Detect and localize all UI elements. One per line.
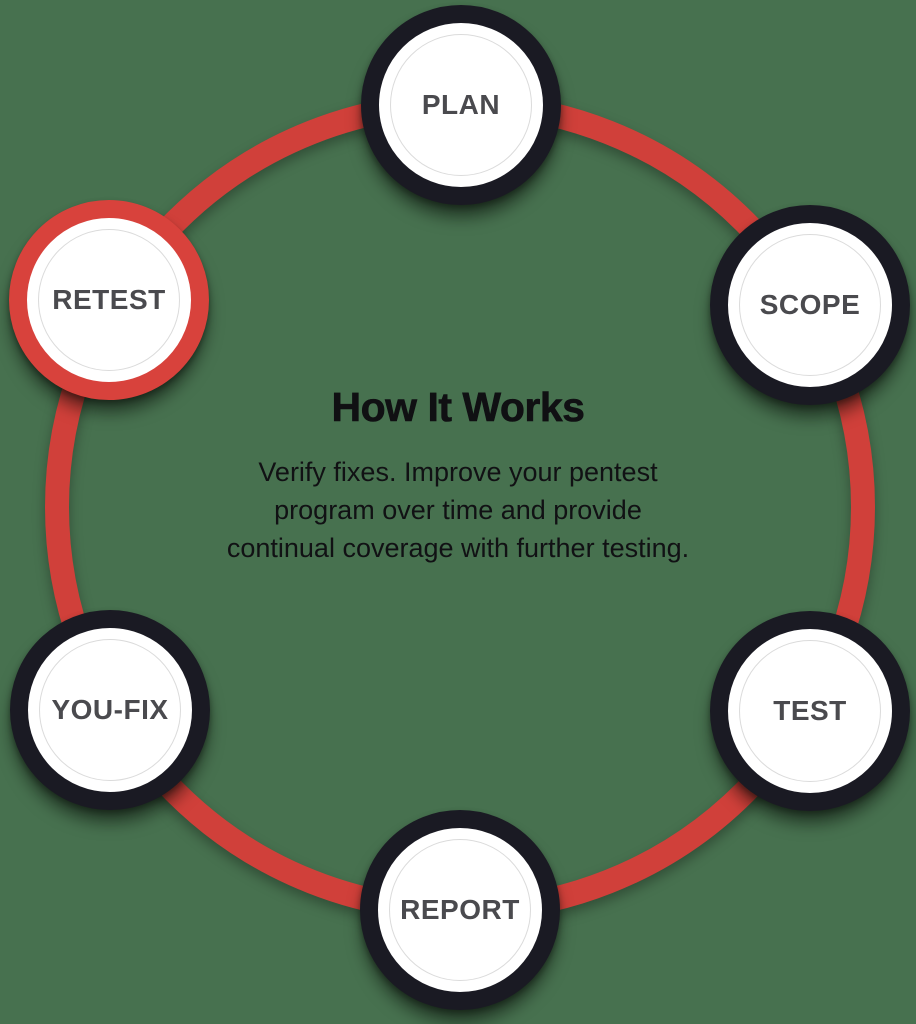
diagram-description: Verify fixes. Improve your pentest progr… [226, 457, 690, 563]
center-copy: How It Works Verify fixes. Improve your … [128, 384, 788, 567]
diagram-title: How It Works [331, 384, 585, 431]
node-inner-circle: REPORT [389, 839, 531, 981]
step-node-test: TEST [710, 611, 910, 811]
step-label-plan: PLAN [421, 89, 501, 120]
step-node-you-fix: YOU-FIX [10, 610, 210, 810]
node-inner-circle: TEST [739, 640, 881, 782]
step-label-report: REPORT [400, 894, 520, 925]
step-node-scope: SCOPE [710, 205, 910, 405]
node-inner-circle: PLAN [390, 34, 532, 176]
step-label-you-fix: YOU-FIX [51, 694, 169, 725]
step-node-report: REPORT [360, 810, 560, 1010]
step-node-retest: RETEST [9, 200, 209, 400]
step-label-retest: RETEST [52, 284, 166, 315]
node-inner-circle: RETEST [38, 229, 180, 371]
step-label-scope: SCOPE [759, 289, 861, 320]
node-inner-circle: SCOPE [739, 234, 881, 376]
step-node-plan: PLAN [361, 5, 561, 205]
step-label-test: TEST [773, 695, 847, 726]
node-inner-circle: YOU-FIX [39, 639, 181, 781]
